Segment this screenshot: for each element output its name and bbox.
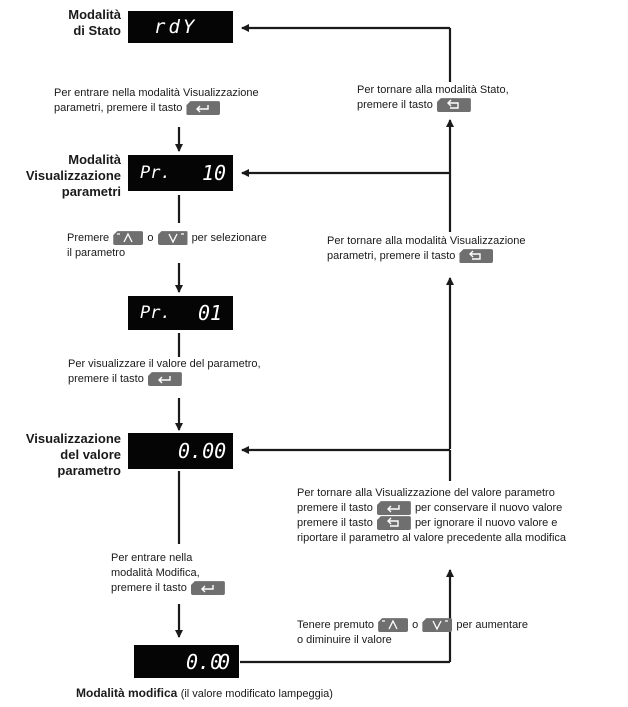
back-key-icon xyxy=(459,249,494,264)
instr-select-b: per selezionare xyxy=(191,232,267,244)
instr-back-valore-line1: Per tornare alla Visualizzazione del val… xyxy=(297,487,555,499)
display-pr10-left: Pr. xyxy=(140,163,171,183)
instr-hold-o: o xyxy=(412,619,419,631)
instr-hold-b: per aumentare xyxy=(456,619,528,631)
instr-back-valore-line2b: per conservare il nuovo valore xyxy=(414,502,563,514)
enter-key-icon xyxy=(190,581,225,596)
instr-enter-mod-line3: premere il tasto xyxy=(111,582,187,594)
label-vis-valore-line2: del valore xyxy=(60,447,121,462)
label-vis-valore-line3: parametro xyxy=(57,463,121,478)
label-vis-valore-line1: Visualizzazione xyxy=(25,431,121,446)
instr-hold-a: Tenere premuto xyxy=(297,619,375,631)
label-stato: Modalità di Stato xyxy=(18,7,121,39)
display-pr01: Pr. 01 xyxy=(128,296,233,330)
display-pr10-right: 10 xyxy=(202,161,227,185)
caption-modifica-note: (il valore modificato lampeggia) xyxy=(180,688,333,700)
display-rdy-text: rdY xyxy=(154,16,198,38)
instr-back-valore-line3b: per ignorare il nuovo valore e xyxy=(414,517,558,529)
back-key-icon xyxy=(436,98,471,113)
instr-back-valore-line2a: premere il tasto xyxy=(297,502,373,514)
display-edit: 0.0 0 xyxy=(134,645,239,678)
down-key-icon xyxy=(157,231,188,246)
display-edit-bg xyxy=(134,645,239,678)
label-stato-line1: Modalità xyxy=(68,7,121,22)
back-key-icon xyxy=(376,516,411,531)
instr-back-valore: Per tornare alla Visualizzazione del val… xyxy=(297,486,625,546)
instr-back-valore-line4: riportare il parametro al valore precede… xyxy=(297,532,567,544)
instr-back-vis: Per tornare alla modalità Visualizzazion… xyxy=(327,234,607,264)
instr-select-o: o xyxy=(147,232,154,244)
label-vis-param-line3: parametri xyxy=(61,184,121,199)
caption-modifica-bold: Modalità modifica xyxy=(76,686,178,700)
instr-show-value-line2: premere il tasto xyxy=(68,373,144,385)
instr-show-value-line1: Per visualizzare il valore del parametro… xyxy=(68,358,261,370)
caption-modifica: Modalità modifica (il valore modificato … xyxy=(76,685,476,702)
display-edit-blink-digit: 0 xyxy=(218,649,231,674)
instr-enter-vis-line1: Per entrare nella modalità Visualizzazio… xyxy=(54,87,259,99)
display-pr10: Pr. 10 xyxy=(128,155,233,191)
enter-key-icon xyxy=(186,101,221,116)
label-vis-param-line2: Visualizzazione xyxy=(25,168,121,183)
label-stato-line2: di Stato xyxy=(73,23,121,38)
instr-back-stato-line1: Per tornare alla modalità Stato, xyxy=(357,84,509,96)
instr-back-valore-line3a: premere il tasto xyxy=(297,517,373,529)
label-vis-valore: Visualizzazione del valore parametro xyxy=(4,431,121,479)
label-vis-param-line1: Modalità xyxy=(68,152,121,167)
instr-select-a: Premere xyxy=(67,232,110,244)
instr-enter-mod-line2: modalità Modifica, xyxy=(111,567,200,579)
display-pr01-left: Pr. xyxy=(140,303,171,323)
display-pr01-right: 01 xyxy=(198,301,223,325)
display-rdy: rdY xyxy=(128,11,233,43)
instr-back-vis-line2: parametri, premere il tasto xyxy=(327,250,456,262)
instr-enter-vis-line2: parametri, premere il tasto xyxy=(54,102,183,114)
instr-select-line2: il parametro xyxy=(67,247,126,259)
instr-enter-vis: Per entrare nella modalità Visualizzazio… xyxy=(54,86,314,116)
up-key-icon xyxy=(113,231,144,246)
label-vis-param: Modalità Visualizzazione parametri xyxy=(8,152,121,200)
enter-key-icon xyxy=(147,372,182,387)
display-edit-text: 0.0 xyxy=(186,649,223,674)
instr-enter-mod: Per entrare nella modalità Modifica, pre… xyxy=(111,551,271,596)
instr-select: Premere o per selezionare il parametro xyxy=(67,231,307,261)
enter-key-icon xyxy=(376,501,411,516)
instr-back-vis-line1: Per tornare alla modalità Visualizzazion… xyxy=(327,235,526,247)
display-valore: 0.00 xyxy=(128,433,233,469)
instr-show-value: Per visualizzare il valore del parametro… xyxy=(68,357,328,387)
display-valore-text: 0.00 xyxy=(178,439,227,463)
instr-enter-mod-line1: Per entrare nella xyxy=(111,552,193,564)
instr-back-stato-line2: premere il tasto xyxy=(357,99,433,111)
down-key-icon xyxy=(422,618,453,633)
instr-hold-line2: o diminuire il valore xyxy=(297,634,392,646)
instr-hold: Tenere premuto o per aumentare o diminui… xyxy=(297,618,617,648)
instr-back-stato: Per tornare alla modalità Stato, premere… xyxy=(357,83,597,113)
up-key-icon xyxy=(378,618,409,633)
